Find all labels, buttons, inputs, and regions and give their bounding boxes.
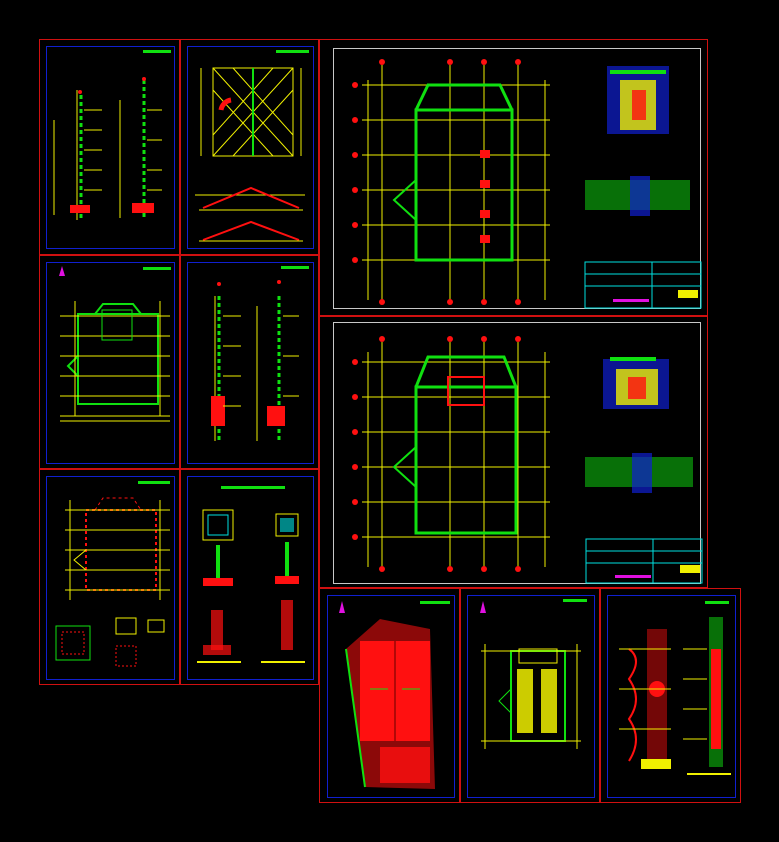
sheet-8-drawing (352, 336, 703, 584)
north-arrow-icon (339, 601, 345, 613)
sheet-3 (39, 255, 180, 469)
sheet-7-drawing (352, 59, 702, 309)
sheet-4-frame (187, 262, 314, 464)
sheet-6-frame (187, 476, 314, 680)
sheet-8 (319, 316, 708, 588)
legend-table-icon (607, 66, 669, 134)
sheet-11-drawing (619, 601, 731, 775)
sheet-10-frame (467, 595, 595, 798)
sheet-9 (319, 588, 460, 803)
legend-table-icon (603, 357, 669, 409)
sheet-2 (180, 39, 319, 255)
sheet-4-drawing (211, 266, 309, 441)
sheet-1-drawing (53, 50, 171, 220)
title-block-icon (584, 261, 702, 309)
sheet-11 (600, 588, 741, 803)
sheet-2-frame (187, 46, 314, 249)
sheet-10-drawing (480, 599, 587, 749)
grid-bubble-icon (352, 59, 521, 305)
grid-bubble-icon (352, 336, 521, 572)
sheet-9-drawing (339, 601, 450, 789)
sheet-1 (39, 39, 180, 255)
sheet-4 (180, 255, 319, 469)
sheet-7-frame (333, 48, 701, 309)
sheet-6 (180, 469, 319, 685)
sheet-8-frame (333, 322, 701, 584)
sheet-9-frame (327, 595, 455, 798)
title-block-icon (585, 538, 703, 584)
north-arrow-icon (480, 601, 486, 613)
sheet-3-frame (46, 262, 175, 464)
sheet-7 (319, 39, 708, 316)
sheet-10 (460, 588, 600, 803)
north-arrow-icon (59, 266, 65, 276)
sheet-2-drawing (195, 50, 309, 242)
sheet-5-drawing (55, 481, 170, 667)
sheet-5 (39, 469, 180, 685)
sheet-5-frame (46, 476, 175, 680)
sheet-11-frame (607, 595, 736, 798)
sheet-3-drawing (59, 266, 171, 422)
sheet-1-frame (46, 46, 175, 249)
sheet-6-drawing (197, 486, 305, 663)
